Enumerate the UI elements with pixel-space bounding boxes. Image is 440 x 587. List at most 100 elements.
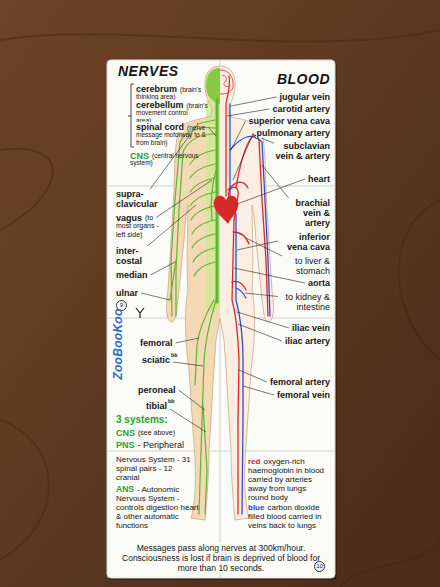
vagus-nerve <box>211 170 216 220</box>
leader-line <box>239 370 267 382</box>
fold-arrow <box>136 308 144 318</box>
branch-label: to liver & stomach <box>282 256 330 276</box>
leader-line <box>233 133 253 180</box>
vessel-label: subclavian vein & artery <box>274 141 330 161</box>
vessel-label: iliac artery <box>285 336 330 346</box>
nerve-label: vagus <box>116 213 142 223</box>
nerve-label: spinal cord <box>136 122 184 132</box>
brand-logo: ZooBooKoo <box>112 310 125 380</box>
leader-line <box>176 338 199 343</box>
brain-nerves <box>206 68 220 104</box>
nerve <box>190 164 215 178</box>
fold-lines <box>107 60 335 578</box>
system-label: PNS <box>116 440 135 450</box>
brain-fold <box>222 76 229 87</box>
artery <box>228 182 248 190</box>
wood-grain <box>0 149 53 230</box>
note-text: (see above) <box>116 429 216 437</box>
body-text: carbon dioxide filled blood carried in v… <box>248 503 330 530</box>
wood-grain <box>0 30 440 42</box>
vein <box>236 214 243 514</box>
nerve-label: cerebrum <box>136 84 177 94</box>
leader-line <box>141 293 170 300</box>
vessel-label: inferior vena cava <box>278 232 330 252</box>
femoral-nerve <box>195 300 214 385</box>
body-text: - Autonomic Nervous System - controls di… <box>116 485 202 530</box>
fact-text: Messages pass along nerves at 300km/hour… <box>112 543 330 573</box>
nerve <box>176 134 215 316</box>
leader-line <box>151 262 175 275</box>
vessel-label: superior vena cava <box>248 116 330 126</box>
nerve-label: tibial <box>146 401 167 411</box>
leader-line <box>231 97 276 106</box>
branch-label: to kidney & intestine <box>278 292 330 312</box>
system-label: CNS <box>116 428 135 438</box>
sciatic-nerve <box>199 300 216 514</box>
nerve <box>170 260 176 300</box>
body-text: Nervous System - 31 spinal pairs - 12 cr… <box>116 455 192 482</box>
section-heading: 3 systems: <box>116 414 168 425</box>
vein <box>236 288 246 298</box>
panel-heading: NERVES <box>118 64 179 80</box>
leader-line <box>179 390 205 410</box>
nerve-label: supra-clavicular <box>116 189 168 209</box>
body-text: - Peripheral <box>116 440 216 450</box>
nerve <box>192 234 215 248</box>
card <box>107 60 335 578</box>
color-key: red <box>248 457 260 466</box>
vessel-label: iliac vein <box>292 323 330 333</box>
tibial-nerve <box>203 405 207 514</box>
leader-line <box>231 121 245 150</box>
leader-line <box>173 362 203 366</box>
organ-label: heart <box>308 174 330 184</box>
nerve-label: ulnar <box>116 288 138 298</box>
nerve <box>197 120 215 124</box>
wood-grain <box>0 420 49 560</box>
nerves <box>170 100 217 514</box>
heart-symbol <box>214 196 239 224</box>
note-text: (central nervous system) <box>130 152 214 167</box>
note-text: (nerve message motorway to & from brain) <box>136 124 210 146</box>
wood-grain <box>340 540 440 587</box>
artery <box>226 76 230 196</box>
note-text: (to most organs - left side) <box>116 214 168 239</box>
vessel-label: jugular vein <box>279 92 330 102</box>
nerve-label: peroneal <box>138 385 176 395</box>
vessel-label: pulmonary artery <box>256 128 330 138</box>
nerve-label: inter-costal <box>116 246 150 266</box>
body-text: oxygen-rich haemoglobin in blood carried… <box>248 457 328 502</box>
panel-heading: BLOOD <box>277 72 330 88</box>
brain-outline <box>220 70 233 94</box>
leader-line <box>243 386 274 395</box>
nerve <box>192 220 215 234</box>
nerve <box>190 178 215 192</box>
leader-line <box>237 312 289 328</box>
nerve-label: cerebellum <box>136 100 184 110</box>
note-text: (brain's thinking area) <box>136 86 208 101</box>
vessel-label: femoral artery <box>270 377 330 387</box>
bracket <box>128 84 134 147</box>
page-number: 10 <box>314 561 325 572</box>
nerve <box>193 248 215 262</box>
nerve-label: sciatic <box>142 355 170 365</box>
vessel-label: aorta <box>308 278 330 288</box>
wood-grain <box>399 200 440 360</box>
fold-line <box>107 451 335 452</box>
nerve <box>194 262 215 276</box>
color-key: blue <box>248 503 264 512</box>
system-label: ANS <box>116 485 134 494</box>
vessel-label: carotid artery <box>272 104 330 114</box>
leader-line <box>227 109 269 116</box>
vessel-label: femoral vein <box>277 390 330 400</box>
leader-line <box>245 293 282 297</box>
leader-line <box>238 324 282 341</box>
artery <box>232 281 246 290</box>
nerve-label: femoral <box>140 338 173 348</box>
footnote-mark: bb <box>168 398 175 404</box>
leader-line <box>208 128 216 137</box>
artery <box>229 187 239 514</box>
leader-line <box>170 409 206 432</box>
